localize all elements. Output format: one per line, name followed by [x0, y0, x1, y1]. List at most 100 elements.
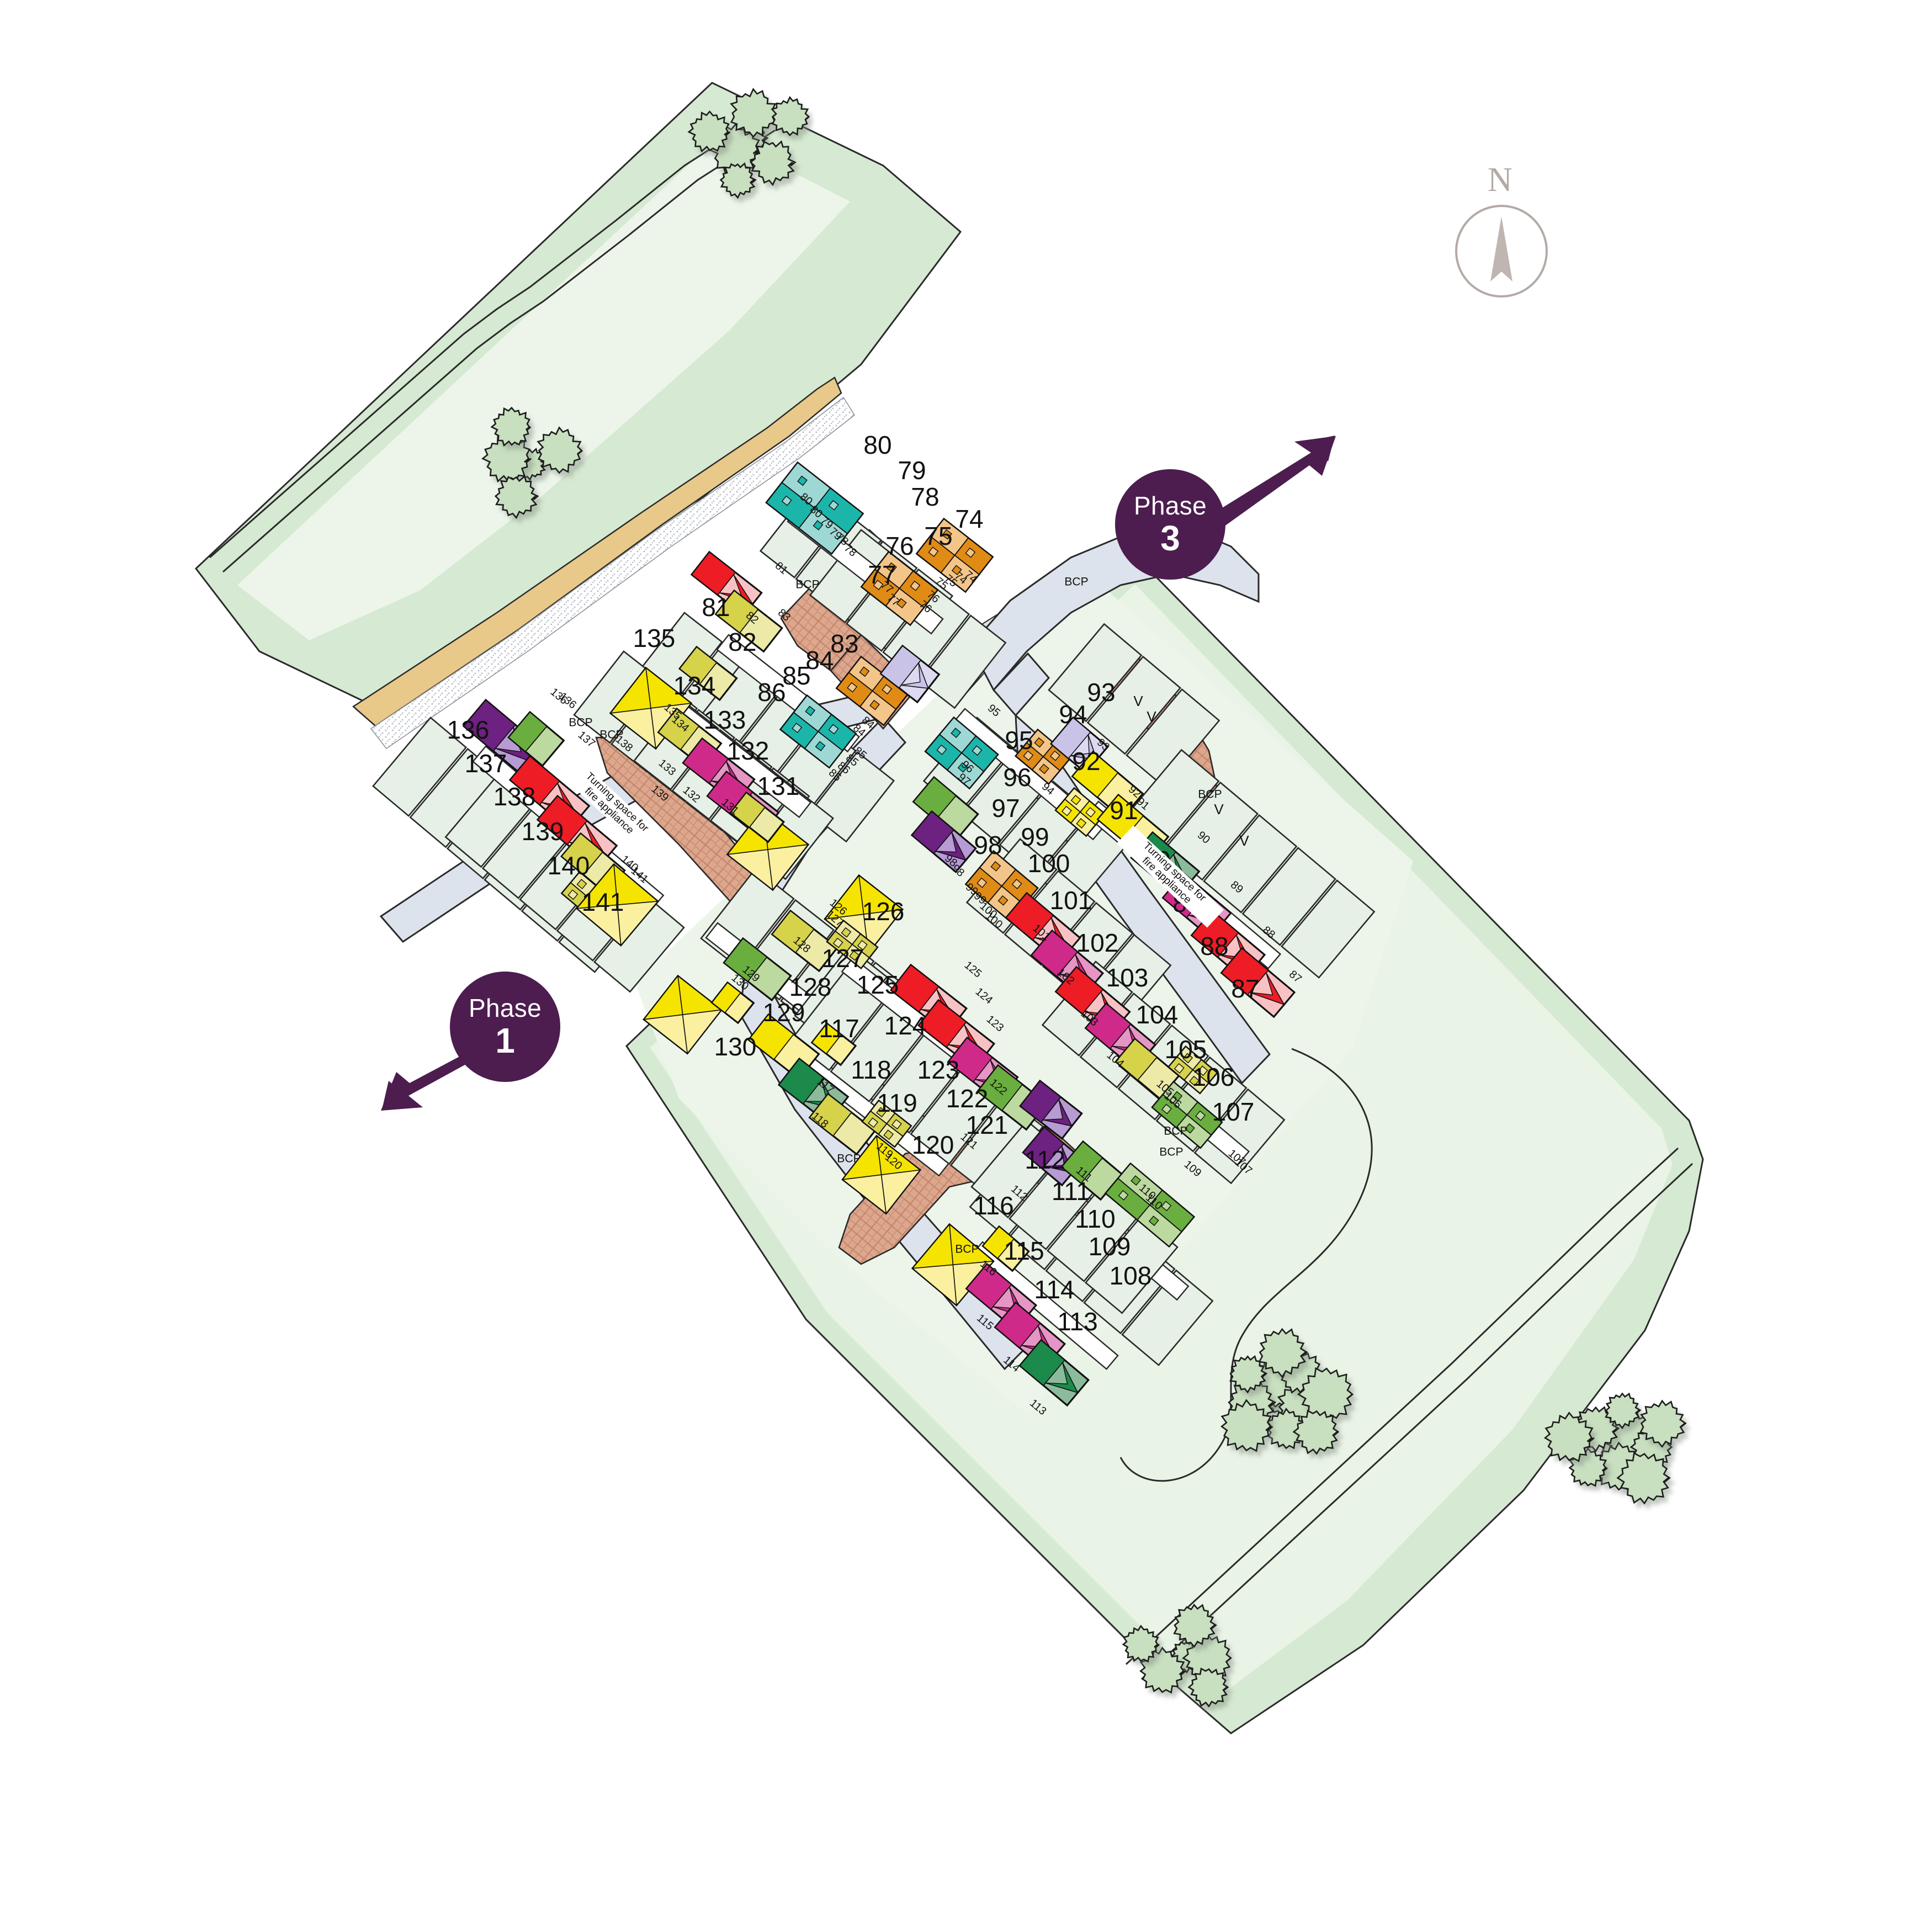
plot-number: 91 [1110, 796, 1138, 825]
plot-number: 76 [885, 532, 914, 560]
tree-canopy [771, 95, 810, 137]
dwelling [915, 517, 994, 593]
plot-number: 77 [868, 560, 896, 589]
dwelling [771, 909, 839, 973]
plot-number: 121 [966, 1111, 1009, 1139]
dwelling [910, 810, 977, 874]
bcp-label: BCP [1198, 788, 1222, 801]
plot-number: 139 [522, 817, 564, 846]
plot-number: 125 [857, 970, 899, 999]
dwelling [808, 1092, 877, 1156]
plot-number: 135 [633, 624, 676, 652]
plot-number: 107 [1212, 1097, 1255, 1126]
plot-number: 75 [924, 522, 952, 550]
dwelling [1151, 1080, 1223, 1149]
plot-number: 126 [862, 897, 905, 926]
plot-number: 124 [884, 1011, 927, 1040]
plot-number: 105 [1165, 1035, 1207, 1064]
plot-number: 78 [911, 482, 939, 511]
dwelling [835, 655, 910, 726]
dwelling [643, 974, 723, 1055]
dwelling [879, 644, 941, 704]
dwelling [981, 1225, 1030, 1272]
phase-1-number: 1 [495, 1021, 515, 1060]
plot-number: 133 [704, 705, 746, 734]
dwelling [729, 791, 785, 843]
plot-number: 88 [1200, 932, 1228, 960]
plot-number: 99 [1021, 822, 1049, 851]
plot-number: 118 [851, 1055, 891, 1084]
phase-1-word: Phase [469, 994, 542, 1022]
plot-number: 93 [1087, 678, 1115, 707]
dwelling [861, 1099, 912, 1148]
plot-number: 113 [1057, 1307, 1097, 1336]
phase-3-badge[interactable]: Phase 3 [1115, 469, 1225, 580]
plot-number: 132 [727, 736, 769, 765]
plot-number: 83 [830, 629, 858, 658]
dwelling [810, 1022, 857, 1066]
tree-canopy [490, 406, 532, 447]
dwelling [1019, 1079, 1083, 1140]
plot-parcel [372, 716, 468, 817]
plot-number: 140 [548, 851, 590, 880]
phase-1-badge[interactable]: Phase 1 [450, 972, 560, 1082]
dwelling [575, 863, 659, 947]
tree-canopy [1639, 1399, 1687, 1448]
bcp-label: BCP [955, 1243, 979, 1256]
dwelling [714, 589, 783, 653]
plot-number: 86 [757, 678, 785, 707]
tree-canopy [1139, 1647, 1186, 1694]
plot-number: 98 [974, 831, 1002, 859]
dwelling [507, 710, 565, 767]
dwelling [1167, 1045, 1218, 1095]
plot-number: 79 [898, 456, 926, 485]
dwelling [1054, 787, 1106, 837]
plot-number: 120 [912, 1130, 954, 1159]
plot-parcel [1203, 814, 1298, 914]
swale-and-stone-edge [352, 376, 856, 750]
plot-number: 101 [1050, 886, 1092, 915]
tree-canopy [719, 162, 757, 199]
tree-canopy [537, 426, 583, 474]
plot-number: 102 [1076, 928, 1119, 957]
plot-number: 81 [702, 593, 730, 622]
plot-number: 141 [582, 888, 624, 916]
visitor-parking-label: V [1214, 801, 1224, 818]
open-space-landscape [194, 82, 1704, 1734]
tree-canopy [1229, 1355, 1268, 1394]
plot-parcel [919, 614, 1007, 709]
tree-canopies [481, 88, 1687, 1708]
plot-number: 115 [1004, 1236, 1044, 1265]
plot-number: 137 [465, 749, 507, 778]
dwelling [678, 645, 738, 702]
bcp-label: BCP [569, 716, 592, 729]
dwelling [1018, 1339, 1090, 1407]
tree-canopy [1258, 1328, 1308, 1378]
plot-number: 87 [1231, 974, 1259, 1003]
tree-canopy [1616, 1452, 1671, 1505]
dwelling [860, 550, 939, 627]
plot-number: 92 [1072, 747, 1100, 776]
phase-3-word: Phase [1134, 491, 1207, 520]
plot-number: 84 [805, 646, 834, 675]
plot-number: 138 [493, 782, 536, 811]
dwelling [779, 694, 857, 769]
plot-number: 108 [1110, 1261, 1152, 1290]
dwelling [765, 461, 864, 555]
plot-parcel [1126, 688, 1220, 788]
visitor-parking-label: V [1239, 832, 1249, 849]
bcp-label: BCP [1064, 576, 1088, 588]
tree-canopy [1173, 1604, 1217, 1648]
dwelling [826, 919, 879, 970]
compass-north-letter: N [1488, 161, 1512, 199]
visitor-parking-label: V [1147, 708, 1156, 725]
plot-number: 74 [955, 505, 983, 533]
plot-number: 134 [673, 671, 716, 700]
dwelling [1114, 1037, 1180, 1100]
tree-canopy [1187, 1667, 1229, 1708]
tree-canopy [749, 140, 797, 187]
